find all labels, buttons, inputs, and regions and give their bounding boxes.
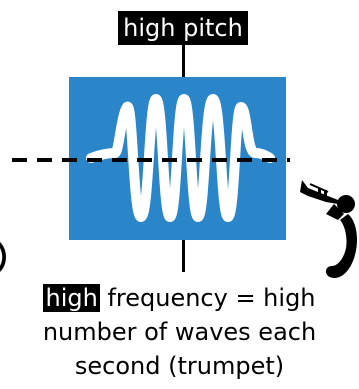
trumpet-player-icon xyxy=(300,180,357,278)
dashed-baseline xyxy=(12,158,290,162)
top-connector-line xyxy=(182,45,185,77)
partial-instrument-icon xyxy=(0,242,6,272)
high-frequency-wave-icon xyxy=(86,94,275,222)
caption: high frequency = high number of waves ea… xyxy=(0,281,359,383)
caption-line-1-rest: frequency = high xyxy=(99,284,316,312)
sound-wave xyxy=(86,94,275,222)
caption-line-2: number of waves each xyxy=(42,318,317,346)
caption-line-1: high frequency = high xyxy=(0,281,359,315)
caption-line-3: second (trumpet) xyxy=(74,352,285,380)
title-label: high pitch xyxy=(118,11,248,45)
caption-highlight: high xyxy=(43,284,100,312)
bottom-connector-line xyxy=(182,240,185,272)
